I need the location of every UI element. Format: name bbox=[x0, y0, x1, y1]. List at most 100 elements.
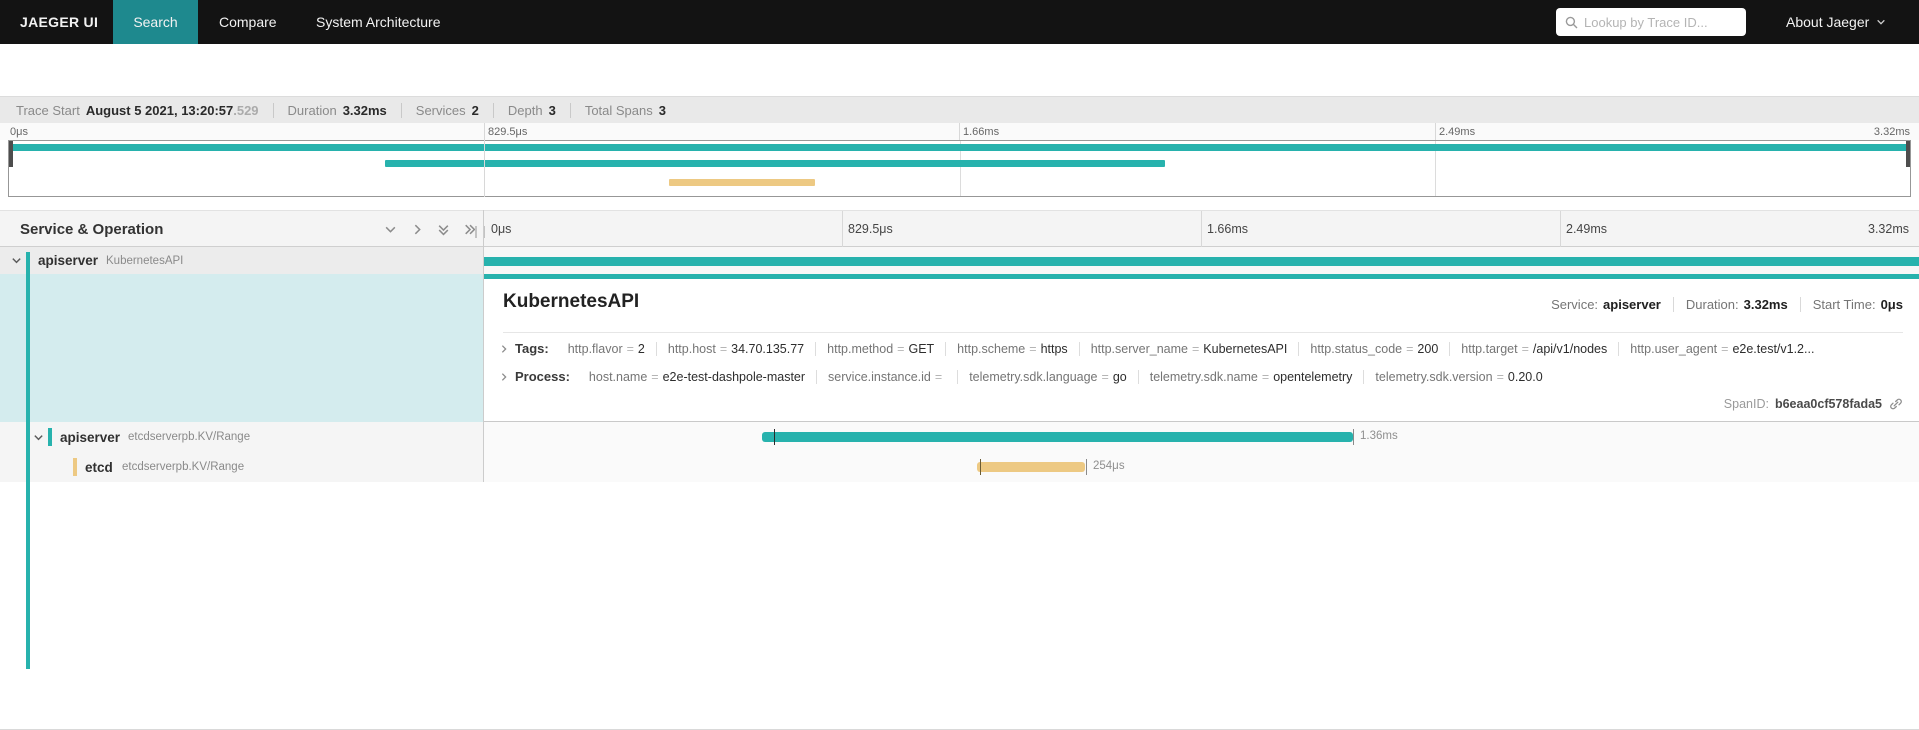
span-duration-label: 254μs bbox=[1093, 460, 1125, 472]
trace-page-header: apiserver: KubernetesAPId13c120 ◎ ∧ ∨ × … bbox=[0, 44, 1919, 136]
span-name-cell[interactable]: apiserver etcdserverpb.KV/Range bbox=[0, 422, 483, 452]
chevron-down-icon bbox=[1876, 17, 1886, 27]
process-item: host.name=e2e-test-dashpole-master bbox=[578, 369, 818, 384]
tag-item: http.status_code=200 bbox=[1299, 341, 1451, 356]
span-service-name: apiserver bbox=[38, 253, 99, 268]
span-row-apiserver-etcd-range[interactable]: apiserver etcdserverpb.KV/Range 1.36ms bbox=[0, 422, 1919, 452]
top-nav-bar: JAEGER UI Search Compare System Architec… bbox=[0, 0, 1919, 44]
nav-item-compare[interactable]: Compare bbox=[219, 14, 277, 30]
tag-item: http.server_name=KubernetesAPI bbox=[1080, 341, 1300, 356]
trace-lookup-input[interactable] bbox=[1582, 13, 1726, 31]
span-name-cell[interactable]: apiserver KubernetesAPI bbox=[0, 247, 483, 274]
minimap-right-scrubber-handle[interactable] bbox=[1906, 141, 1910, 167]
overview-service: Service:apiserver bbox=[1539, 297, 1674, 312]
span-rows: apiserver KubernetesAPI KubernetesAPI Se… bbox=[0, 247, 1919, 730]
span-bar-tick bbox=[774, 429, 775, 445]
span-detail-title: KubernetesAPI bbox=[503, 291, 640, 312]
timeline-tick-3: 2.49ms bbox=[1566, 222, 1607, 236]
minimap-left-scrubber-handle[interactable] bbox=[9, 141, 13, 167]
process-item: service.instance.id= bbox=[817, 369, 959, 384]
chevron-right-icon bbox=[499, 344, 509, 354]
span-id-row: SpanID: b6eaa0cf578fada5 bbox=[1724, 397, 1903, 411]
trace-minimap[interactable] bbox=[8, 140, 1911, 197]
tag-item: http.user_agent=e2e.test/v1.2... bbox=[1630, 341, 1815, 356]
collapse-one-icon[interactable] bbox=[384, 223, 397, 236]
span-overview: Service:apiserver Duration:3.32ms Start … bbox=[1539, 297, 1903, 312]
jaeger-ui-logo[interactable]: JAEGER UI bbox=[20, 14, 99, 30]
header-gridline bbox=[1560, 211, 1561, 248]
span-bar[interactable] bbox=[977, 462, 1085, 472]
span-bar-root[interactable] bbox=[483, 257, 1919, 266]
chevron-down-icon[interactable] bbox=[33, 432, 44, 443]
span-id-value: b6eaa0cf578fada5 bbox=[1774, 397, 1882, 411]
divider bbox=[503, 332, 1903, 333]
minimap-tick-2: 1.66ms bbox=[963, 126, 1000, 138]
link-icon[interactable] bbox=[1889, 397, 1903, 411]
expand-one-icon[interactable] bbox=[411, 223, 424, 236]
minimap-gridline-outer bbox=[959, 123, 960, 140]
span-row-track bbox=[483, 452, 1919, 482]
about-jaeger-menu[interactable]: About Jaeger bbox=[1786, 0, 1886, 44]
span-operation-name: etcdserverpb.KV/Range bbox=[128, 431, 251, 443]
overview-start-time: Start Time:0μs bbox=[1812, 297, 1903, 312]
overview-duration: Duration:3.32ms bbox=[1674, 297, 1801, 312]
span-operation-name: KubernetesAPI bbox=[106, 254, 184, 267]
span-service-name: etcd bbox=[85, 459, 113, 475]
tags-accordion[interactable]: Tags: http.flavor=2 http.host=34.70.135.… bbox=[495, 341, 1825, 356]
span-row-etcd-range[interactable]: etcd etcdserverpb.KV/Range 254μs bbox=[0, 452, 1919, 482]
service-operation-header: Service & Operation bbox=[20, 221, 164, 238]
minimap-gridline-outer bbox=[1435, 123, 1436, 140]
span-color-guide-line bbox=[26, 252, 30, 669]
search-icon bbox=[1565, 16, 1578, 29]
chevron-right-icon bbox=[499, 372, 509, 382]
tags-label: Tags: bbox=[515, 341, 549, 356]
minimap-span-bar-root bbox=[10, 144, 1909, 151]
span-row-kubernetesapi[interactable]: apiserver KubernetesAPI bbox=[0, 247, 1919, 274]
collapse-all-icon[interactable] bbox=[437, 223, 450, 236]
column-border bbox=[483, 210, 484, 482]
tag-item: http.host=34.70.135.77 bbox=[657, 341, 817, 356]
minimap-gridline bbox=[1434, 141, 1436, 196]
column-resizer-handle[interactable] bbox=[475, 226, 485, 238]
span-duration-label: 1.36ms bbox=[1360, 430, 1398, 442]
span-service-name: apiserver bbox=[60, 429, 121, 445]
timeline-tick-0: 0μs bbox=[491, 222, 512, 236]
expand-all-icon[interactable] bbox=[463, 223, 476, 236]
tag-item: http.scheme=https bbox=[946, 341, 1080, 356]
span-bar[interactable] bbox=[762, 432, 1353, 442]
process-accordion[interactable]: Process: host.name=e2e-test-dashpole-mas… bbox=[495, 369, 1554, 384]
nav-item-system-architecture[interactable]: System Architecture bbox=[316, 14, 441, 30]
span-detail-left-column bbox=[0, 274, 483, 422]
span-color-swatch bbox=[73, 458, 77, 476]
process-item: telemetry.sdk.language=go bbox=[958, 369, 1139, 384]
timeline-tick-1: 829.5μs bbox=[848, 222, 893, 236]
about-jaeger-label: About Jaeger bbox=[1786, 14, 1870, 30]
minimap-tick-0: 0μs bbox=[10, 126, 28, 138]
chevron-down-icon[interactable] bbox=[11, 255, 22, 266]
span-bar-end-tick bbox=[1353, 429, 1354, 445]
span-bar-end-tick bbox=[1086, 459, 1087, 475]
span-bar-tick bbox=[980, 459, 981, 475]
timeline-tick-2: 1.66ms bbox=[1207, 222, 1248, 236]
span-detail-panel: KubernetesAPI Service:apiserver Duration… bbox=[483, 274, 1919, 422]
span-operation-name: etcdserverpb.KV/Range bbox=[122, 461, 245, 473]
tag-item: http.method=GET bbox=[816, 341, 947, 356]
tag-item: http.target=/api/v1/nodes bbox=[1450, 341, 1620, 356]
minimap-tick-1: 829.5μs bbox=[488, 126, 528, 138]
minimap-tick-3: 2.49ms bbox=[1439, 126, 1476, 138]
minimap-span-bar-etcd bbox=[668, 179, 816, 186]
tag-item: http.flavor=2 bbox=[557, 341, 657, 356]
span-name-cell[interactable]: etcd etcdserverpb.KV/Range bbox=[0, 452, 483, 482]
timeline-header: Service & Operation 0μs 829.5μs 1.66ms 2… bbox=[0, 210, 1919, 248]
minimap-gridline bbox=[959, 141, 961, 196]
nav-item-search[interactable]: Search bbox=[113, 0, 198, 44]
header-gridline bbox=[1201, 211, 1202, 248]
minimap-span-bar-child bbox=[385, 160, 1165, 167]
minimap-gridline-outer bbox=[484, 123, 485, 197]
trace-lookup-box bbox=[1556, 8, 1746, 36]
process-item: telemetry.sdk.version=0.20.0 bbox=[1375, 369, 1543, 384]
